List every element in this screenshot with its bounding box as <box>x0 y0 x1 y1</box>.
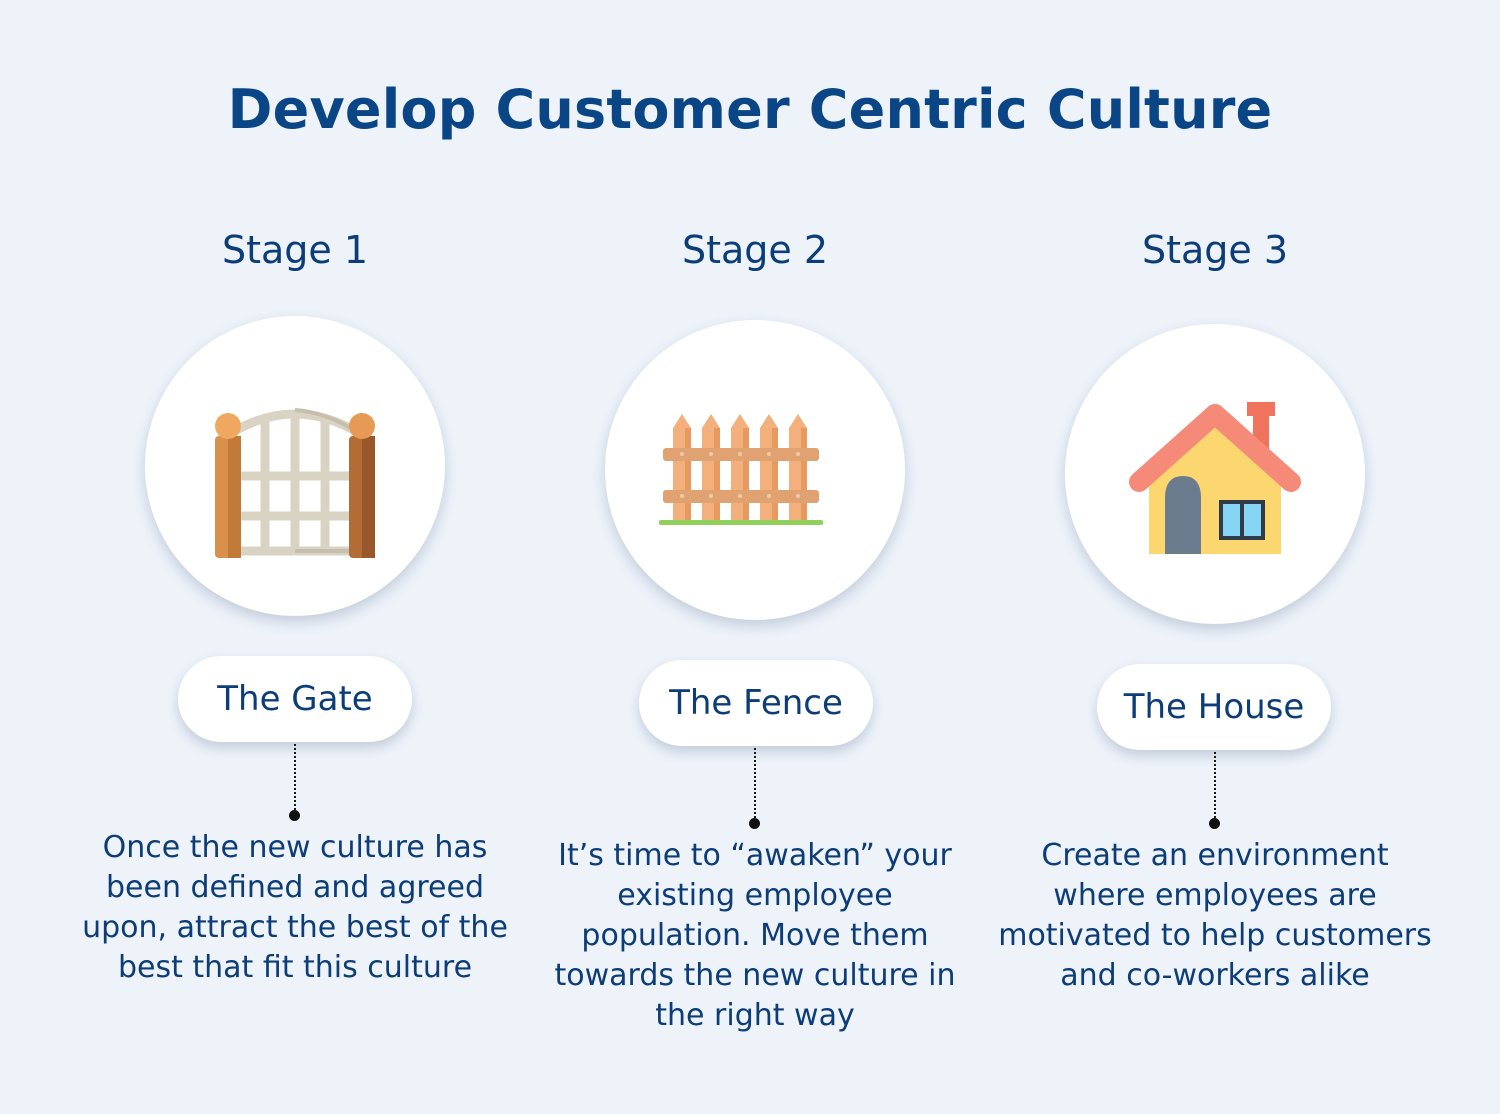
stage-2-connector <box>754 748 756 818</box>
stage-1-dot <box>289 810 300 821</box>
stage-3-name-pill: The House <box>1097 664 1331 750</box>
stage-2-dot <box>749 818 760 829</box>
stage-2-label: Stage 2 <box>681 228 829 272</box>
stage-2-description: It’s time to “awaken” your existing empl… <box>554 838 956 1033</box>
page-title: Develop Customer Centric Culture <box>227 78 1273 141</box>
gate-icon <box>215 408 375 558</box>
fence-icon <box>659 414 823 525</box>
stage-2-icon-circle <box>605 320 905 620</box>
house-icon <box>1129 402 1301 554</box>
stage-1-label: Stage 1 <box>221 228 369 272</box>
stage-3-dot <box>1209 818 1220 829</box>
stage-1: Stage 1 The Gate <box>65 0 525 1114</box>
stage-3-icon-circle <box>1065 324 1365 624</box>
stage-3: Stage 3 The House Create an environment … <box>985 0 1445 1114</box>
stage-2-name-pill: The Fence <box>639 660 873 746</box>
stage-1-connector <box>294 744 296 810</box>
stage-1-name-pill: The Gate <box>178 656 412 742</box>
stage-3-connector <box>1214 752 1216 818</box>
stage-1-icon-circle <box>145 316 445 616</box>
stage-1-description: Once the new culture has been defined an… <box>82 830 508 985</box>
stage-3-description: Create an environment where employees ar… <box>998 838 1432 993</box>
stage-3-label: Stage 3 <box>1141 228 1289 272</box>
stage-2: Stage 2 <box>525 0 985 1114</box>
